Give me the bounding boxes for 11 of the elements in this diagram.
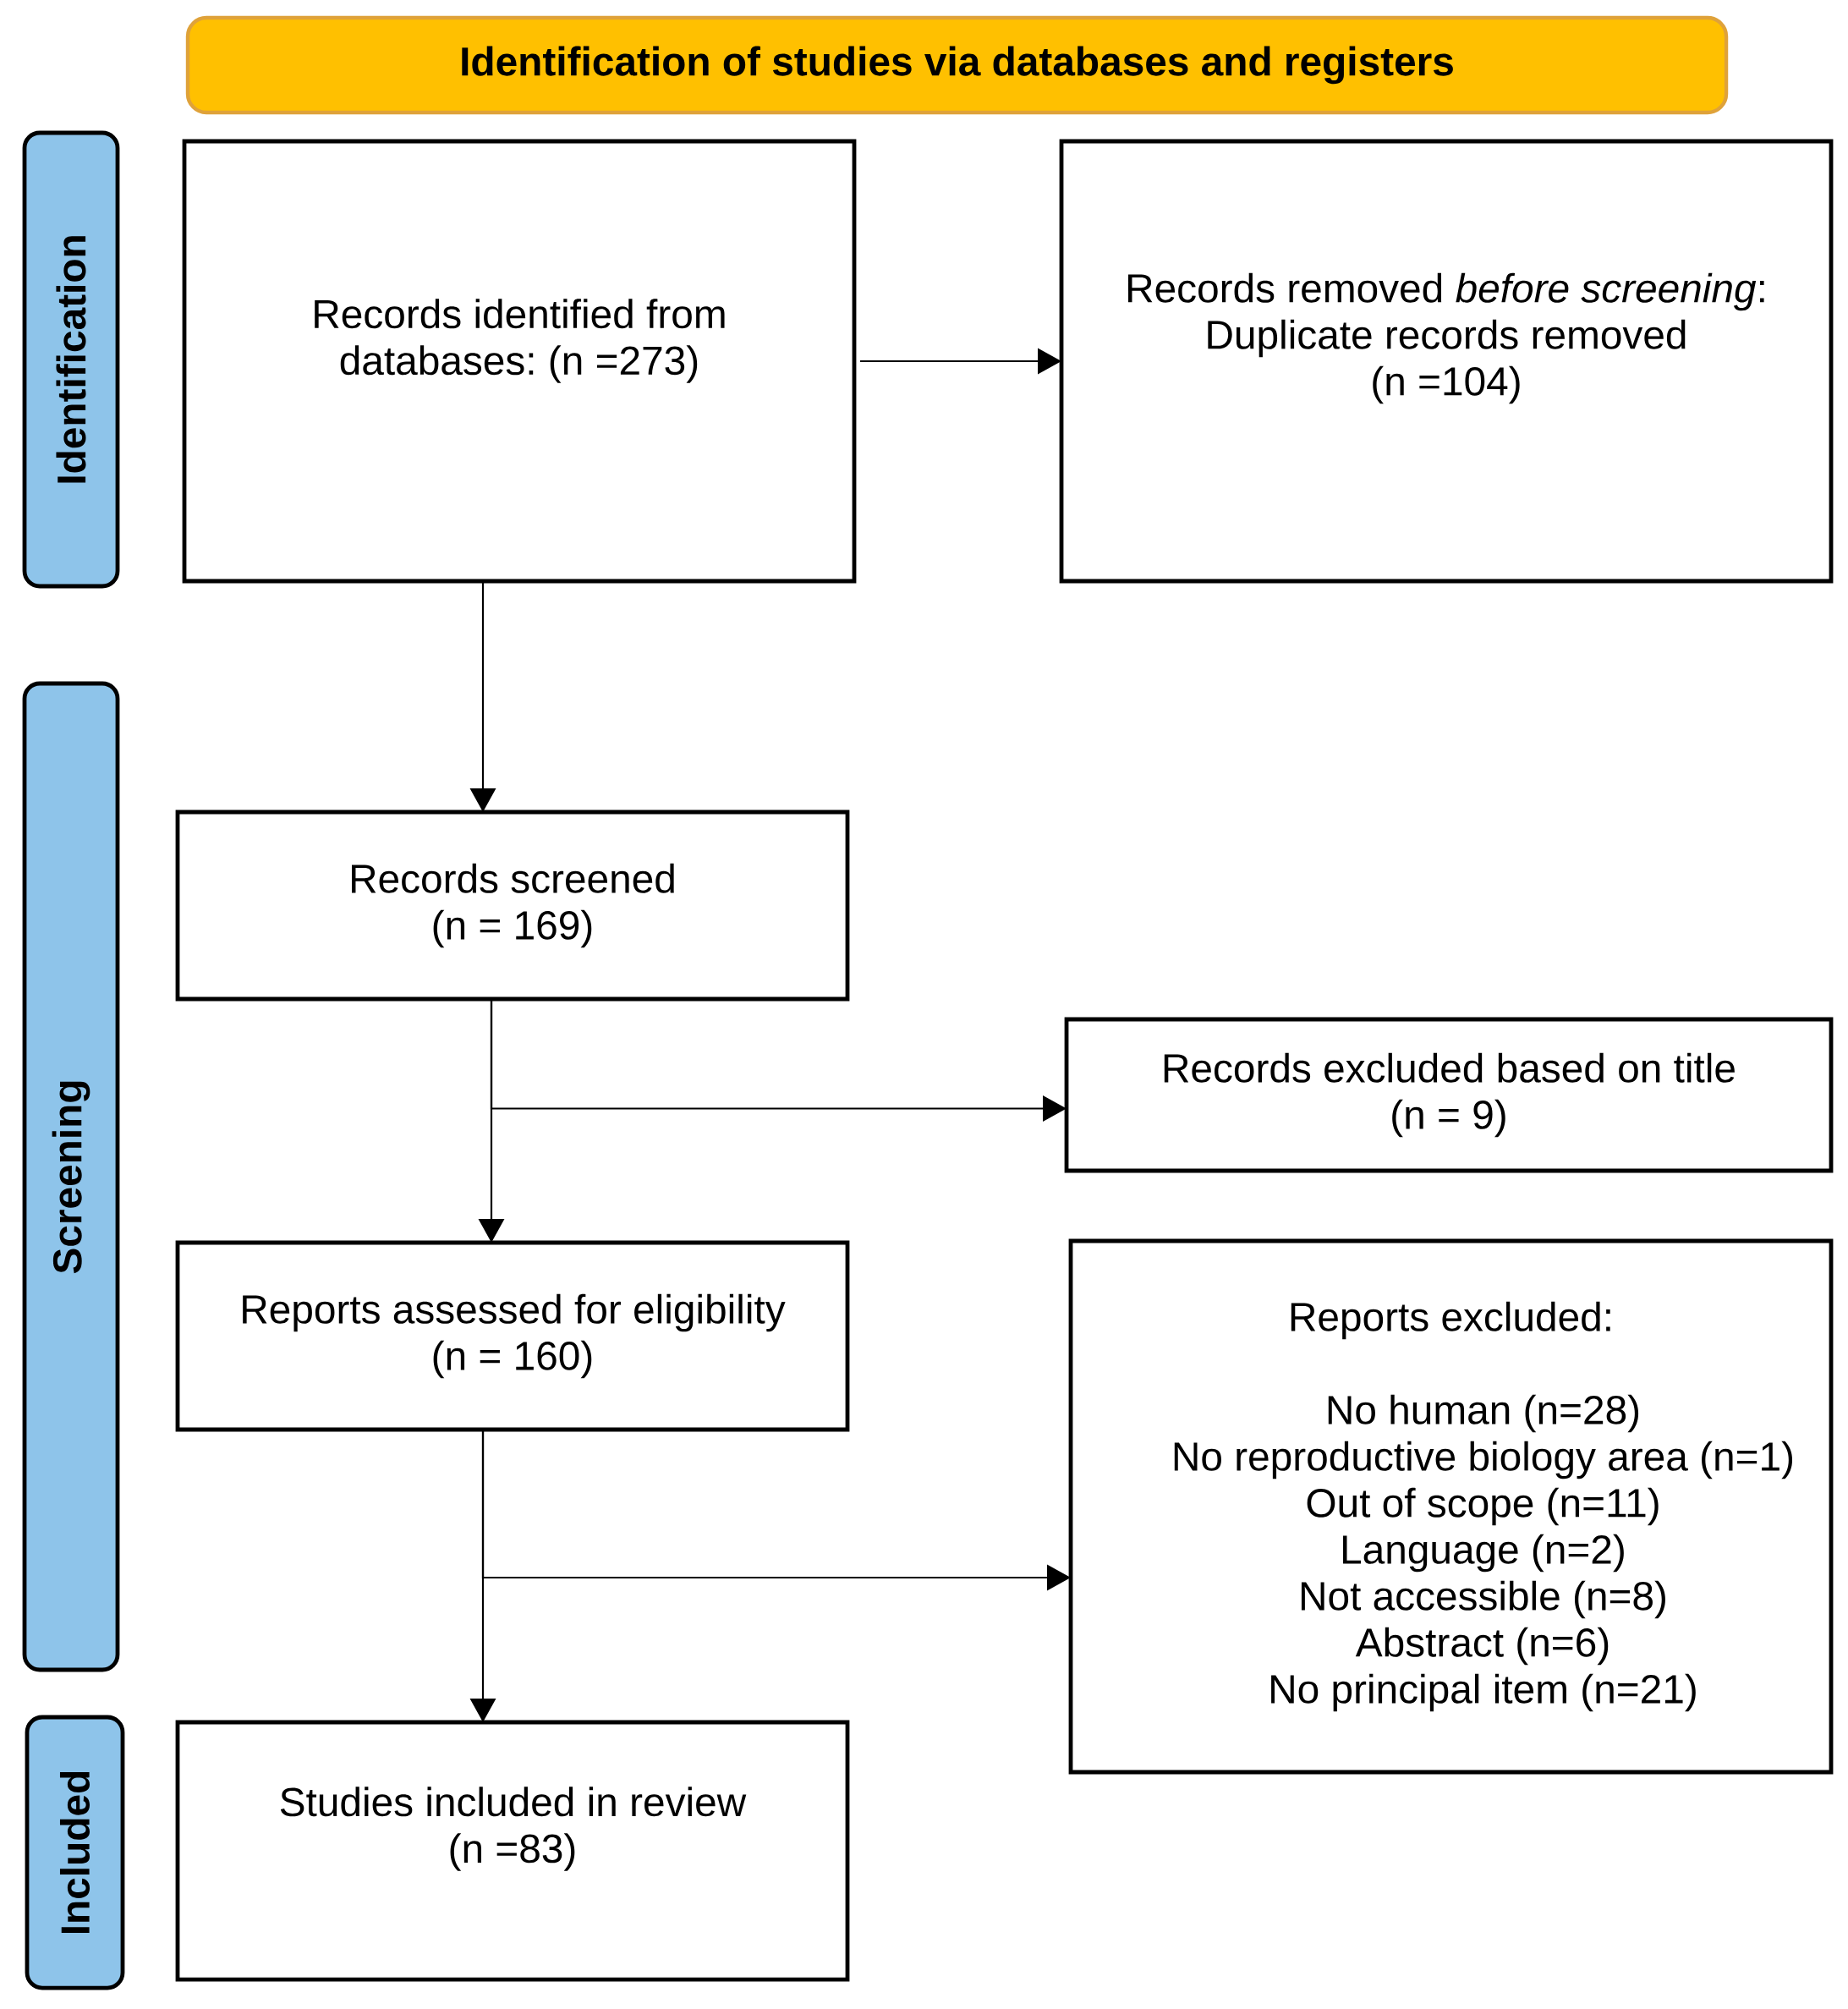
process-box: Records removed before screening: Duplicate records removed (n =104) [1059, 139, 1834, 584]
process-box: Studies included in review (n =83) [175, 1720, 850, 1982]
phase-band: Included [25, 1715, 125, 1990]
phase-band: Identification [22, 130, 120, 589]
process-box: Records screened (n = 169) [175, 810, 850, 1002]
process-box: Records excluded based on title (n = 9) [1064, 1017, 1834, 1173]
process-box: Reports excluded: No human (n=28) No reproductive biology area (n=1) Out of scope (n=11) Language (n=2) Not accessible (n=8) Abstract (n=6) No principal item (n=21) [1068, 1238, 1834, 1775]
process-box: Reports assessed for eligibility (n = 160) [175, 1240, 850, 1432]
process-box: Records identified from databases: (n =273) [182, 139, 857, 584]
phase-band: Screening [22, 681, 120, 1672]
header-banner: Identification of studies via databases and registers [185, 15, 1729, 115]
